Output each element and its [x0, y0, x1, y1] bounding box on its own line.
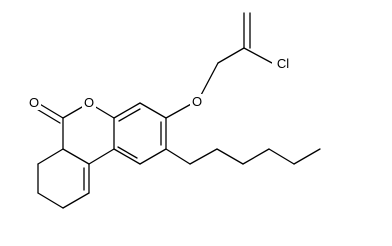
aromatic-inner-bond — [117, 146, 138, 159]
bond — [217, 47, 245, 64]
cyclohexene-ring — [37, 148, 90, 209]
aromatic-inner-bond — [118, 108, 141, 122]
bond — [37, 148, 64, 165]
bond — [139, 148, 167, 165]
carbonyl-oxygen-label: O — [29, 95, 39, 110]
bond — [243, 47, 273, 64]
bond — [139, 102, 167, 119]
bond — [189, 148, 218, 165]
benzene-ring — [113, 102, 167, 165]
bond — [113, 102, 141, 119]
chlorine-label: Cl — [277, 56, 289, 71]
carbonyl-bond — [34, 107, 61, 124]
bond — [242, 148, 270, 165]
bond — [62, 192, 90, 209]
bond — [268, 148, 295, 165]
hexyl-chain — [165, 148, 321, 165]
carbonyl-bond — [37, 102, 64, 119]
bond — [165, 102, 194, 119]
ether-oxygen-label: O — [192, 94, 202, 109]
bond — [62, 148, 90, 165]
bond — [293, 148, 321, 165]
bond — [199, 62, 219, 98]
bond — [88, 148, 115, 165]
chloroallyl-ether — [165, 12, 273, 119]
bond — [37, 192, 64, 209]
bond — [165, 148, 191, 165]
bond — [113, 148, 141, 165]
atom-labels: O O O Cl — [27, 56, 292, 110]
ring-oxygen-label: O — [84, 95, 94, 110]
lactone-ring — [34, 102, 115, 165]
bond — [216, 148, 244, 165]
